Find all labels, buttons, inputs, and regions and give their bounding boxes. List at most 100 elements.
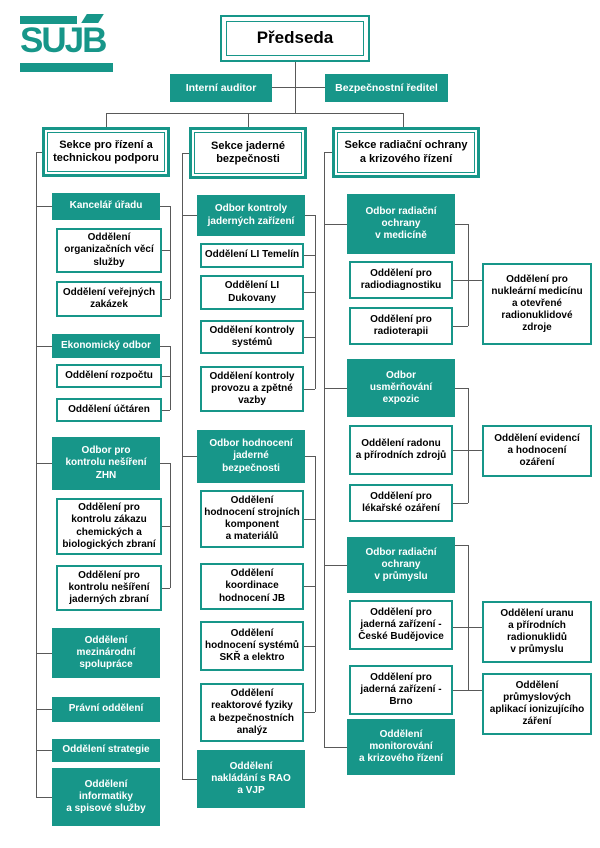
box-odbor-usmernovani: Odbor usměrňování expozic	[347, 359, 455, 417]
connector-line	[36, 750, 52, 751]
box-predseda: Předseda	[220, 15, 370, 62]
connector-line	[304, 292, 315, 293]
connector-line	[36, 152, 43, 153]
box-odd-prumyslovych-aplikaci: Oddělení průmyslových aplikací ionizujíc…	[482, 673, 592, 735]
box-odd-reaktorove-fyziky: Oddělení reaktorové fyziky a bezpečnostn…	[200, 683, 304, 742]
connector-line	[162, 410, 170, 411]
box-odd-rozpoctu: Oddělení rozpočtu	[56, 364, 162, 388]
box-odd-jz-brno: Oddělení pro jaderná zařízení - Brno	[349, 665, 453, 715]
connector-line	[160, 346, 170, 347]
connector-line	[248, 113, 249, 127]
connector-line	[304, 519, 315, 520]
box-odd-skr-elektro: Oddělení hodnocení systémů SKŘ a elektro	[200, 621, 304, 671]
box-odd-informatiky: Oddělení informatiky a spisové služby	[52, 768, 160, 826]
box-odd-strojnich-komponent: Oddělení hodnocení strojních komponent a…	[200, 490, 304, 548]
box-odd-uranu: Oddělení uranu a přírodních radionuklidů…	[482, 601, 592, 663]
connector-line	[106, 113, 404, 114]
connector-line	[182, 779, 197, 780]
box-kancelar-uradu: Kancelář úřadu	[52, 193, 160, 220]
box-odd-radioterapie: Oddělení pro radioterapii	[349, 307, 453, 345]
box-sekce-radiacni: Sekce radiační ochrany a krizového řízen…	[332, 127, 480, 178]
connector-line	[468, 224, 469, 326]
box-odbor-hodnoceni-jb: Odbor hodnocení jaderné bezpečnosti	[197, 430, 305, 483]
connector-line	[468, 388, 469, 503]
connector-line	[36, 463, 52, 464]
box-odbor-zhn: Odbor pro kontrolu nešíření ZHN	[52, 437, 160, 490]
connector-line	[455, 388, 468, 389]
box-odd-evidenci: Oddělení evidencí a hodnocení ozáření	[482, 425, 592, 477]
connector-line	[304, 255, 315, 256]
connector-line	[304, 712, 315, 713]
box-odd-lekarske-ozareni: Oddělení pro lékařské ozáření	[349, 484, 453, 522]
box-odd-kontroly-provozu: Oddělení kontroly provozu a zpětné vazby	[200, 366, 304, 412]
box-odd-kontroly-systemu: Oddělení kontroly systémů	[200, 320, 304, 354]
connector-line	[272, 87, 325, 88]
connector-line	[36, 709, 52, 710]
connector-line	[455, 224, 468, 225]
connector-line	[403, 113, 404, 127]
connector-line	[170, 346, 171, 410]
box-odd-li-temelin: Oddělení LI Temelín	[200, 243, 304, 268]
connector-line	[455, 545, 468, 546]
connector-line	[324, 152, 325, 747]
connector-line	[453, 326, 468, 327]
logo-text: SUJB	[20, 21, 107, 60]
box-odd-rao-vjp: Oddělení nakládání s RAO a VJP	[197, 750, 305, 808]
box-odd-radiodiagnostika: Oddělení pro radiodiagnostiku	[349, 261, 453, 299]
connector-line	[162, 250, 170, 251]
box-odbor-ro-medicina: Odbor radiační ochrany v medicíně	[347, 194, 455, 254]
connector-line	[36, 206, 52, 207]
connector-line	[182, 456, 197, 457]
connector-line	[304, 389, 315, 390]
box-odd-jadernych-zbrani: Oddělení pro kontrolu nešíření jaderných…	[56, 565, 162, 611]
connector-line	[315, 215, 316, 389]
connector-line	[304, 337, 315, 338]
connector-line	[162, 376, 170, 377]
connector-line	[182, 153, 183, 779]
connector-line	[324, 747, 347, 748]
box-odd-jz-budejovice: Oddělení pro jaderná zařízení - České Bu…	[349, 600, 453, 650]
connector-line	[170, 463, 171, 588]
connector-line	[36, 797, 52, 798]
box-pravni-oddeleni: Právní oddělení	[52, 697, 160, 722]
connector-line	[304, 586, 315, 587]
box-odd-nuklearni-medicina: Oddělení pro nukleární medicínu a otevře…	[482, 263, 592, 345]
connector-line	[453, 450, 482, 451]
connector-line	[305, 456, 315, 457]
box-ekonomicky-odbor: Ekonomický odbor	[52, 334, 160, 358]
connector-line	[453, 503, 468, 504]
connector-line	[160, 463, 170, 464]
connector-line	[324, 388, 347, 389]
connector-line	[170, 206, 171, 299]
connector-line	[304, 646, 315, 647]
connector-line	[305, 215, 315, 216]
connector-line	[162, 526, 170, 527]
connector-line	[106, 113, 107, 127]
connector-line	[453, 627, 482, 628]
connector-line	[324, 565, 347, 566]
connector-line	[36, 152, 37, 797]
box-odd-verejnych-zakazek: Oddělení veřejných zakázek	[56, 281, 162, 317]
box-sekce-jaderne: Sekce jaderné bezpečnosti	[189, 127, 307, 179]
box-sekce-rizeni: Sekce pro řízení a technickou podporu	[42, 127, 170, 177]
box-odd-li-dukovany: Oddělení LI Dukovany	[200, 275, 304, 310]
box-odd-organizacnich-veci: Oddělení organizačních věcí služby	[56, 228, 162, 273]
connector-line	[160, 206, 170, 207]
box-odd-strategie: Oddělení strategie	[52, 739, 160, 762]
box-odbor-kontroly-jz: Odbor kontroly jaderných zařízení	[197, 195, 305, 236]
box-odd-koordinace-jb: Oddělení koordinace hodnocení JB	[200, 563, 304, 610]
box-odd-monitorovani: Oddělení monitorování a krizového řízení	[347, 719, 455, 775]
box-odd-uctaren: Oddělení účtáren	[56, 398, 162, 422]
box-bezpecnostni-reditel: Bezpečnostní ředitel	[325, 74, 448, 102]
connector-line	[36, 653, 52, 654]
connector-line	[182, 215, 197, 216]
box-odd-chem-biol-zbrani: Oddělení pro kontrolu zákazu chemických …	[56, 498, 162, 555]
connector-line	[453, 690, 482, 691]
box-odbor-ro-prumysl: Odbor radiační ochrany v průmyslu	[347, 537, 455, 593]
box-odd-mezinarodni: Oddělení mezinárodní spolupráce	[52, 628, 160, 678]
connector-line	[453, 280, 482, 281]
connector-line	[162, 299, 170, 300]
logo-bottom-bar	[20, 63, 113, 72]
box-interni-auditor: Interní auditor	[170, 74, 272, 102]
